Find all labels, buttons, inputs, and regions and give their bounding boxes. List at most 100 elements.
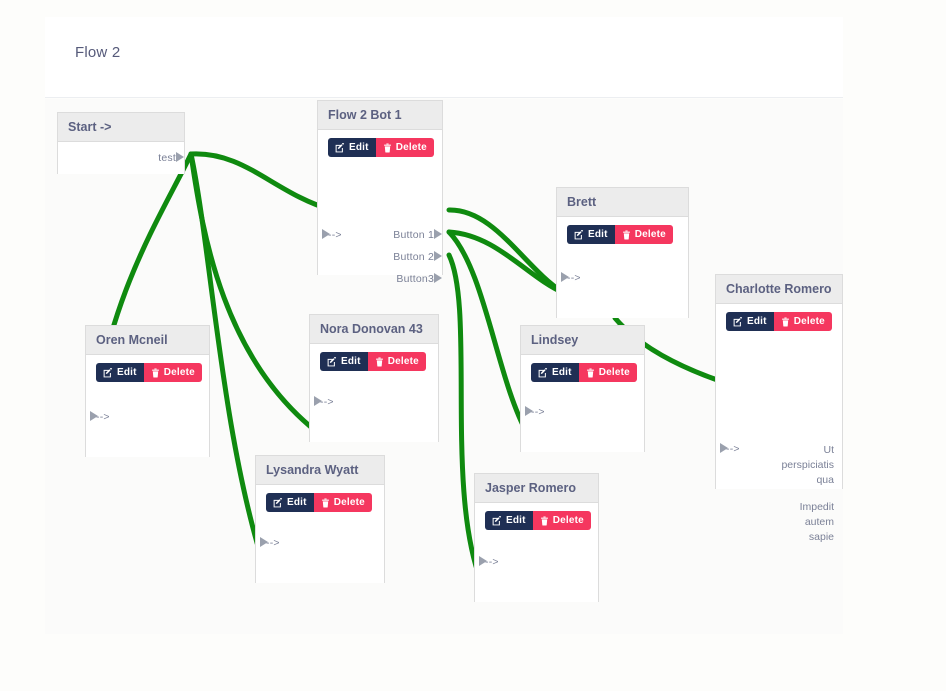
- node-input-port-label: -->: [726, 443, 740, 455]
- node-input-port-label: -->: [266, 537, 280, 549]
- port-arrow-icon: [314, 396, 322, 406]
- flow-edge[interactable]: [446, 229, 530, 436]
- delete-button[interactable]: Delete: [773, 312, 832, 331]
- pencil-square-icon: [273, 497, 283, 507]
- node-body: Edit Delete -->: [86, 355, 209, 457]
- node-input-port-label: -->: [328, 229, 342, 241]
- node-input-port[interactable]: -->: [561, 272, 581, 284]
- node-body: Edit Delete -->: [256, 485, 384, 583]
- edit-button[interactable]: Edit: [266, 493, 314, 512]
- node-body: Edit Delete --> Button 1 Button 2 Button3: [318, 130, 442, 285]
- node-output-port[interactable]: Button3: [396, 273, 442, 285]
- edit-button[interactable]: Edit: [320, 352, 368, 371]
- node-output-port-label: Button 1: [393, 229, 434, 241]
- node-actions: Edit Delete: [256, 485, 384, 512]
- port-arrow-icon: [720, 443, 728, 453]
- node-input-port[interactable]: -->: [260, 537, 280, 549]
- edit-button[interactable]: Edit: [531, 363, 579, 382]
- edit-button-label: Edit: [349, 142, 369, 153]
- edit-button-label: Edit: [341, 356, 361, 367]
- node-title: Nora Donovan 43: [310, 315, 438, 344]
- flow-edge[interactable]: [188, 151, 335, 213]
- pencil-square-icon: [335, 142, 345, 152]
- edit-button[interactable]: Edit: [328, 138, 376, 157]
- port-arrow-icon: [561, 272, 569, 282]
- edit-button[interactable]: Edit: [567, 225, 615, 244]
- delete-button[interactable]: Delete: [532, 511, 591, 530]
- flow-node-nora[interactable]: Nora Donovan 43 Edit Delete -->: [309, 314, 439, 442]
- node-output-port[interactable]: Button 1: [393, 229, 442, 241]
- node-title: Lindsey: [521, 326, 644, 355]
- node-title: Oren Mcneil: [86, 326, 209, 355]
- node-input-port-label: -->: [485, 556, 499, 568]
- delete-button[interactable]: Delete: [614, 225, 673, 244]
- edit-button-label: Edit: [506, 515, 526, 526]
- node-title: Lysandra Wyatt: [256, 456, 384, 485]
- delete-button-label: Delete: [333, 497, 365, 508]
- node-input-port-label: -->: [96, 411, 110, 423]
- edit-button-label: Edit: [588, 229, 608, 240]
- flow-edge[interactable]: [446, 207, 567, 296]
- node-text-line: Ut: [823, 444, 835, 456]
- flow-node-start[interactable]: Start -> test: [57, 112, 185, 174]
- pencil-square-icon: [492, 515, 502, 525]
- delete-button[interactable]: Delete: [375, 138, 434, 157]
- port-arrow-icon: [322, 229, 330, 239]
- delete-button-label: Delete: [598, 367, 630, 378]
- edit-button[interactable]: Edit: [485, 511, 533, 530]
- delete-button[interactable]: Delete: [313, 493, 372, 512]
- edit-button-label: Edit: [747, 316, 767, 327]
- delete-button-label: Delete: [395, 142, 427, 153]
- node-input-port-label: -->: [567, 272, 581, 284]
- delete-button[interactable]: Delete: [578, 363, 637, 382]
- node-title: Start ->: [58, 113, 184, 142]
- delete-button-label: Delete: [387, 356, 419, 367]
- node-input-port[interactable]: -->: [720, 443, 740, 455]
- flow-edge[interactable]: [446, 229, 567, 296]
- port-arrow-icon: [260, 537, 268, 547]
- node-output-port[interactable]: test: [158, 152, 184, 164]
- delete-button-label: Delete: [163, 367, 195, 378]
- delete-button[interactable]: Delete: [143, 363, 202, 382]
- node-input-port[interactable]: -->: [314, 396, 334, 408]
- node-text-line: sapie: [808, 531, 834, 543]
- port-arrow-icon: [434, 273, 442, 283]
- pencil-square-icon: [103, 367, 113, 377]
- node-title: Charlotte Romero: [716, 275, 842, 304]
- delete-button-label: Delete: [793, 316, 825, 327]
- node-body: Edit Delete -->: [475, 503, 598, 602]
- node-text-line: Impedit: [799, 501, 834, 513]
- trash-icon: [151, 368, 159, 377]
- flow-header-panel: Flow 2: [45, 17, 843, 98]
- node-input-port[interactable]: -->: [479, 556, 499, 568]
- trash-icon: [375, 357, 383, 366]
- node-actions: Edit Delete: [475, 503, 598, 530]
- edit-button-label: Edit: [287, 497, 307, 508]
- node-output-port[interactable]: Button 2: [393, 251, 442, 263]
- node-input-port[interactable]: -->: [322, 229, 342, 241]
- port-arrow-icon: [525, 406, 533, 416]
- pencil-square-icon: [574, 229, 584, 239]
- pencil-square-icon: [327, 356, 337, 366]
- delete-button[interactable]: Delete: [367, 352, 426, 371]
- node-body: Edit Delete -->: [557, 217, 688, 318]
- node-text-line: perspiciatis: [781, 459, 834, 471]
- edit-button[interactable]: Edit: [726, 312, 774, 331]
- trash-icon: [321, 498, 329, 507]
- node-output-port-label: test: [158, 152, 176, 164]
- node-input-port[interactable]: -->: [525, 406, 545, 418]
- node-actions: Edit Delete: [521, 355, 644, 382]
- node-input-port[interactable]: -->: [90, 411, 110, 423]
- edit-button[interactable]: Edit: [96, 363, 144, 382]
- node-input-port-label: -->: [320, 396, 334, 408]
